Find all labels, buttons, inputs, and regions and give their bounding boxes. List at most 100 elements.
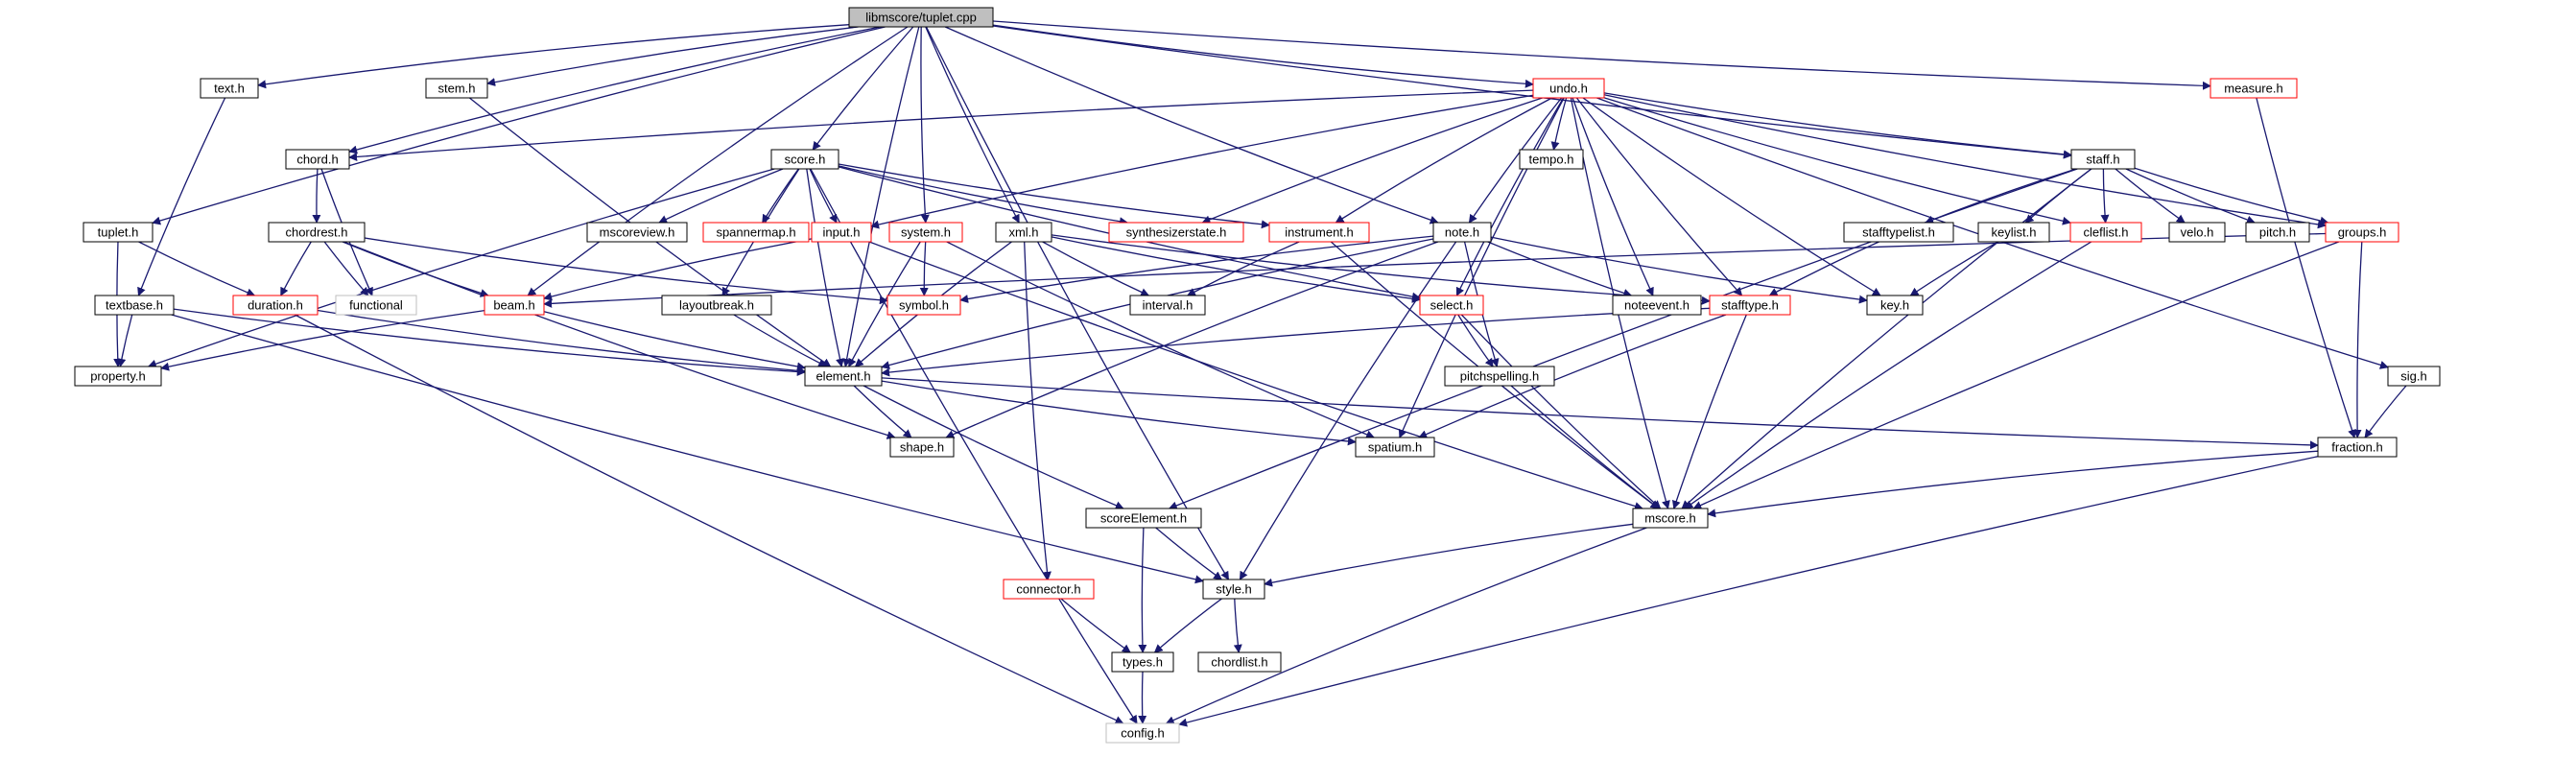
node-tempo-h[interactable]: tempo.h: [1519, 149, 1584, 170]
node-box: [1202, 579, 1265, 600]
node-note-h[interactable]: note.h: [1432, 222, 1492, 243]
node-mscore-h[interactable]: mscore.h: [1632, 508, 1709, 529]
node-stem-h[interactable]: stem.h: [425, 78, 488, 99]
edge-scoreelement_h-to-types_h: [1138, 527, 1147, 653]
node-textbase-h[interactable]: textbase.h: [94, 295, 175, 316]
node-mscoreview-h[interactable]: mscoreview.h: [586, 222, 688, 243]
edge-undo_h-to-staff_h: [1603, 92, 2072, 159]
node-score-h[interactable]: score.h: [770, 149, 839, 170]
node-beam-h[interactable]: beam.h: [484, 295, 545, 316]
node-interval-h[interactable]: interval.h: [1129, 295, 1206, 316]
node-chordlist-h[interactable]: chordlist.h: [1197, 651, 1282, 673]
node-property-h[interactable]: property.h: [74, 366, 162, 387]
node-pitchspelling-h[interactable]: pitchspelling.h: [1444, 366, 1555, 387]
node-root[interactable]: libmscore/tuplet.cpp: [848, 7, 994, 28]
node-label: key.h: [1880, 298, 1909, 313]
node-box: [1105, 722, 1180, 744]
node-duration-h[interactable]: duration.h: [232, 295, 319, 316]
node-spatium-h[interactable]: spatium.h: [1355, 437, 1435, 458]
node-text-h[interactable]: text.h: [200, 78, 259, 99]
node-select-h[interactable]: select.h: [1419, 295, 1484, 316]
edge-undo_h-to-cleflist_h: [1603, 97, 2071, 225]
edge-beam_h-to-property_h: [160, 309, 485, 371]
edge-root-to-note_h: [944, 26, 1439, 225]
node-element-h[interactable]: element.h: [804, 366, 883, 387]
node-velo-h[interactable]: velo.h: [2168, 222, 2226, 243]
edge-style_h-to-chordlist_h: [1233, 598, 1242, 653]
edge-undo_h-to-spatium_h: [1398, 97, 1565, 438]
node-label: connector.h: [1016, 582, 1080, 597]
node-box: [1444, 366, 1555, 387]
edge-root-to-staff_h: [992, 25, 2072, 159]
edge-root-to-undo_h: [992, 24, 1534, 88]
node-config-h: config.h: [1105, 722, 1180, 744]
node-chordrest-h[interactable]: chordrest.h: [268, 222, 366, 243]
node-box: [83, 222, 154, 243]
node-scoreelement-h[interactable]: scoreElement.h: [1085, 508, 1202, 529]
node-noteevent-h[interactable]: noteevent.h: [1612, 295, 1702, 316]
edges-layer: [113, 20, 2407, 727]
node-label: spannermap.h: [716, 225, 795, 240]
node-label: text.h: [214, 82, 245, 96]
edge-types_h-to-config_h: [1138, 671, 1147, 724]
node-box: [1432, 222, 1492, 243]
edge-cleflist_h-to-mscore_h: [1684, 241, 2092, 509]
node-types-h[interactable]: types.h: [1111, 651, 1174, 673]
node-spannermap-h[interactable]: spannermap.h: [702, 222, 810, 243]
node-system-h[interactable]: system.h: [888, 222, 963, 243]
node-xml-h[interactable]: xml.h: [995, 222, 1052, 243]
edge-text_h-to-textbase_h: [137, 97, 226, 296]
edge-chord_h-to-chordrest_h: [312, 168, 321, 224]
node-undo-h[interactable]: undo.h: [1532, 78, 1605, 99]
node-stafftype-h[interactable]: stafftype.h: [1709, 295, 1791, 316]
edge-root-to-xml_h: [925, 26, 1020, 224]
node-layoutbreak-h[interactable]: layoutbreak.h: [661, 295, 772, 316]
edge-staff_h-to-groups_h: [2134, 167, 2329, 225]
edge-chordrest_h-to-duration_h: [280, 241, 312, 296]
edge-root-to-stem_h: [486, 26, 859, 87]
edge-element_h-to-shape_h: [853, 385, 912, 438]
node-label: stafftypelist.h: [1862, 225, 1935, 240]
node-label: stem.h: [437, 82, 475, 96]
node-input-h[interactable]: input.h: [811, 222, 872, 243]
edge-root-to-system_h: [920, 26, 930, 224]
node-sig-h[interactable]: sig.h: [2387, 366, 2441, 387]
edge-score_h-to-property_h: [147, 168, 775, 368]
node-shape-h[interactable]: shape.h: [889, 437, 955, 458]
node-key-h[interactable]: key.h: [1866, 295, 1924, 316]
node-stafftypelist-h[interactable]: stafftypelist.h: [1843, 222, 1954, 243]
node-measure-h[interactable]: measure.h: [2210, 78, 2298, 99]
edge-note_h-to-noteevent_h: [1487, 241, 1633, 297]
node-chord-h[interactable]: chord.h: [285, 149, 350, 170]
node-box: [1268, 222, 1370, 243]
node-keylist-h[interactable]: keylist.h: [1977, 222, 2050, 243]
node-symbol-h[interactable]: symbol.h: [886, 295, 961, 316]
node-cleflist-h[interactable]: cleflist.h: [2069, 222, 2142, 243]
edge-undo_h-to-instrument_h: [1335, 97, 1553, 224]
edge-undo_h-to-chord_h: [348, 89, 1534, 161]
node-tuplet-h[interactable]: tuplet.h: [83, 222, 154, 243]
edge-score_h-to-mscoreview_h: [658, 168, 784, 224]
edge-fraction_h-to-mscore_h: [1707, 450, 2319, 518]
node-connector-h[interactable]: connector.h: [1003, 579, 1095, 600]
node-pitch-h[interactable]: pitch.h: [2245, 222, 2310, 243]
node-instrument-h[interactable]: instrument.h: [1268, 222, 1370, 243]
node-label: shape.h: [900, 440, 944, 455]
node-synthesizerstate-h[interactable]: synthesizerstate.h: [1108, 222, 1244, 243]
edge-groups_h-to-beam_h: [543, 232, 2327, 308]
edge-chordrest_h-to-symbol_h: [364, 237, 888, 305]
node-box: [335, 295, 417, 316]
node-groups-h[interactable]: groups.h: [2325, 222, 2399, 243]
node-label: system.h: [901, 225, 951, 240]
node-fraction-h[interactable]: fraction.h: [2317, 437, 2398, 458]
node-label: spatium.h: [1368, 440, 1422, 455]
node-style-h[interactable]: style.h: [1202, 579, 1265, 600]
node-label: groups.h: [2338, 225, 2387, 240]
node-label: scoreElement.h: [1100, 511, 1187, 526]
node-staff-h[interactable]: staff.h: [2070, 149, 2136, 170]
node-label: layoutbreak.h: [679, 298, 754, 313]
edge-textbase_h-to-style_h: [171, 314, 1204, 584]
node-label: measure.h: [2224, 82, 2282, 96]
